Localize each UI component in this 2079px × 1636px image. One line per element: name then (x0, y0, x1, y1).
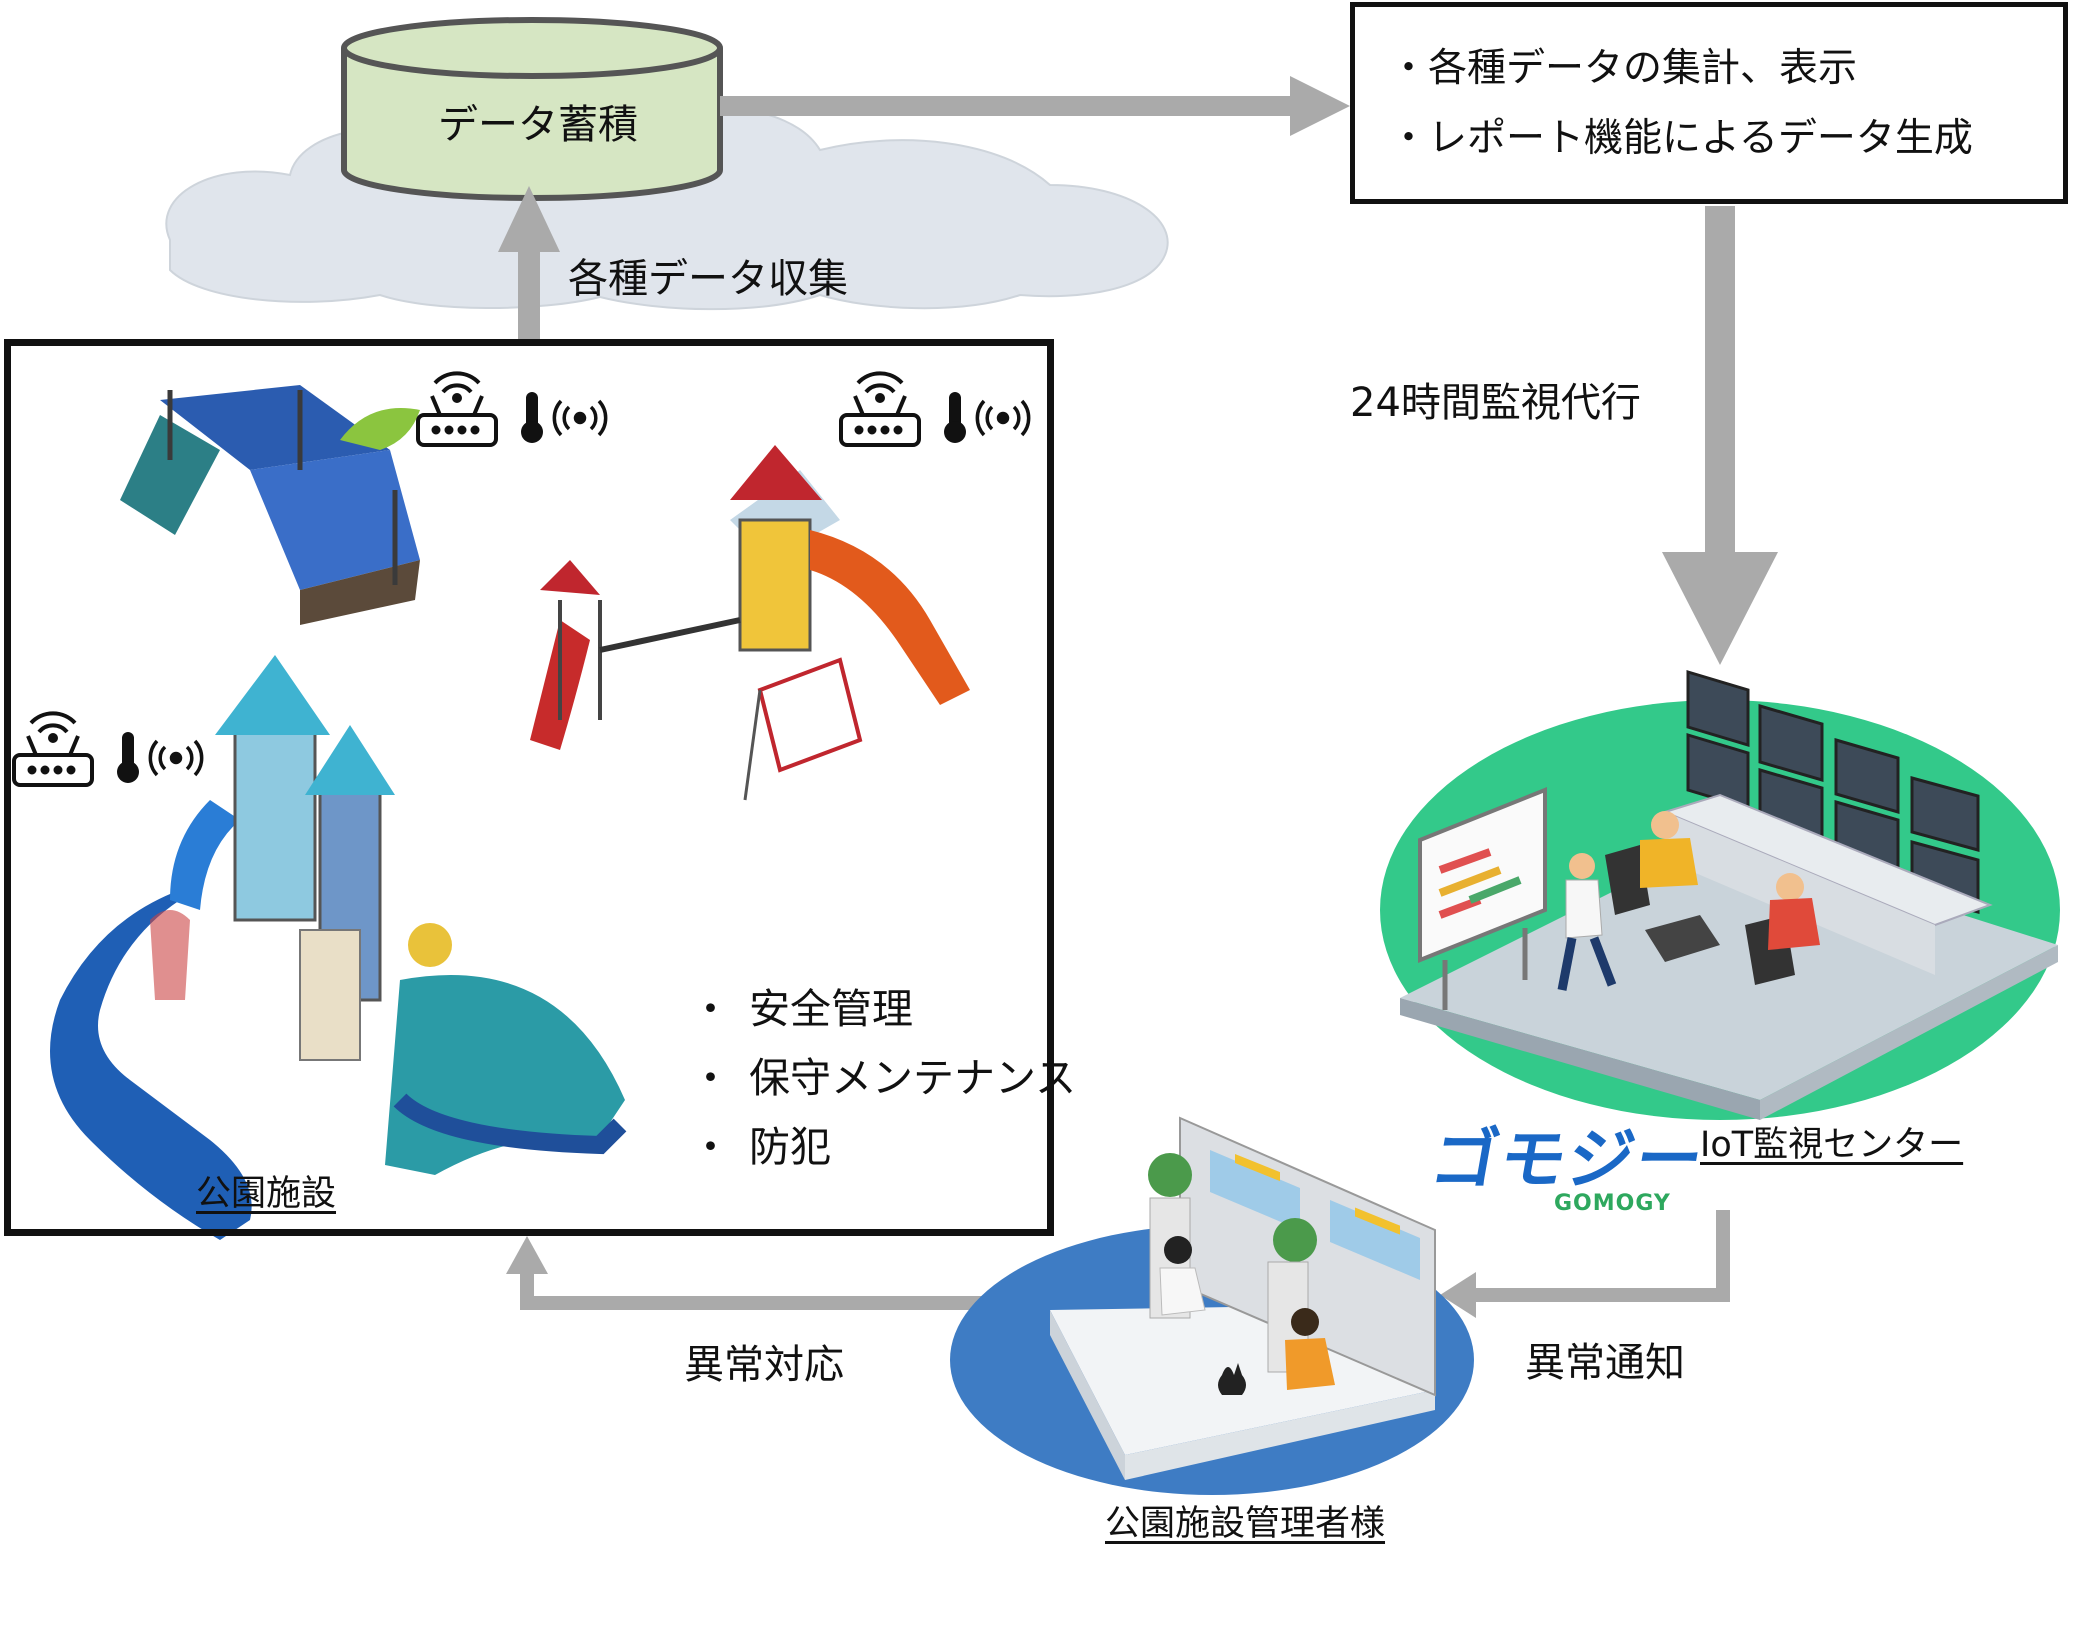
storage-label: データ蓄積 (438, 102, 638, 148)
collect-label: 各種データ収集 (568, 256, 848, 302)
gomogy-logo: ゴモジー GOMOGY (1425, 1121, 1711, 1216)
respond-label: 異常対応 (684, 1342, 844, 1388)
sensor-group-1 (416, 371, 608, 447)
logo-text-en: GOMOGY (1554, 1191, 1671, 1216)
thermometer-icon (521, 392, 543, 443)
database-icon (341, 17, 723, 201)
bullet-item: ・保守メンテナンス (690, 1054, 1077, 1102)
arrow-monitor-down (1662, 206, 1778, 665)
signal-icon (552, 399, 608, 437)
router-icon (12, 711, 94, 787)
info-line-1: ・各種データの集計、表示 (1389, 46, 1858, 91)
thermometer-icon (944, 392, 966, 443)
arrow-notify (1440, 1210, 1730, 1318)
playground-illustration (50, 385, 970, 1240)
router-icon (416, 371, 498, 447)
park-facility-box (4, 339, 1054, 1236)
logo-text-jp: ゴモジー (1425, 1121, 1711, 1198)
signal-icon (975, 399, 1031, 437)
park-bullet-list: ・安全管理 ・保守メンテナンス ・防犯 (690, 975, 1076, 1182)
signal-icon (148, 739, 204, 777)
arrow-respond (506, 1236, 1050, 1310)
monitoring-room-illustration (1380, 669, 2060, 1120)
bullet-item: ・安全管理 (690, 985, 913, 1033)
router-icon (839, 371, 921, 447)
notify-label: 異常通知 (1525, 1340, 1685, 1386)
info-line-2: ・レポート機能によるデータ生成 (1389, 116, 1973, 161)
thermometer-icon (117, 732, 139, 783)
arrow-storage-to-report (720, 76, 1350, 136)
bullet-item: ・防犯 (690, 1123, 831, 1171)
sensor-group-3 (12, 711, 204, 787)
center-label: IoT監視センター (1700, 1125, 1964, 1165)
manager-label: 公園施設管理者様 (1105, 1504, 1386, 1544)
report-info-box: ・各種データの集計、表示 ・レポート機能によるデータ生成 (1350, 2, 2068, 204)
sensor-group-2 (839, 371, 1031, 447)
monitor-label: 24時間監視代行 (1350, 380, 1641, 426)
park-label: 公園施設 (196, 1174, 337, 1214)
office-illustration (950, 1116, 1474, 1495)
arrow-collect-up (498, 186, 560, 342)
